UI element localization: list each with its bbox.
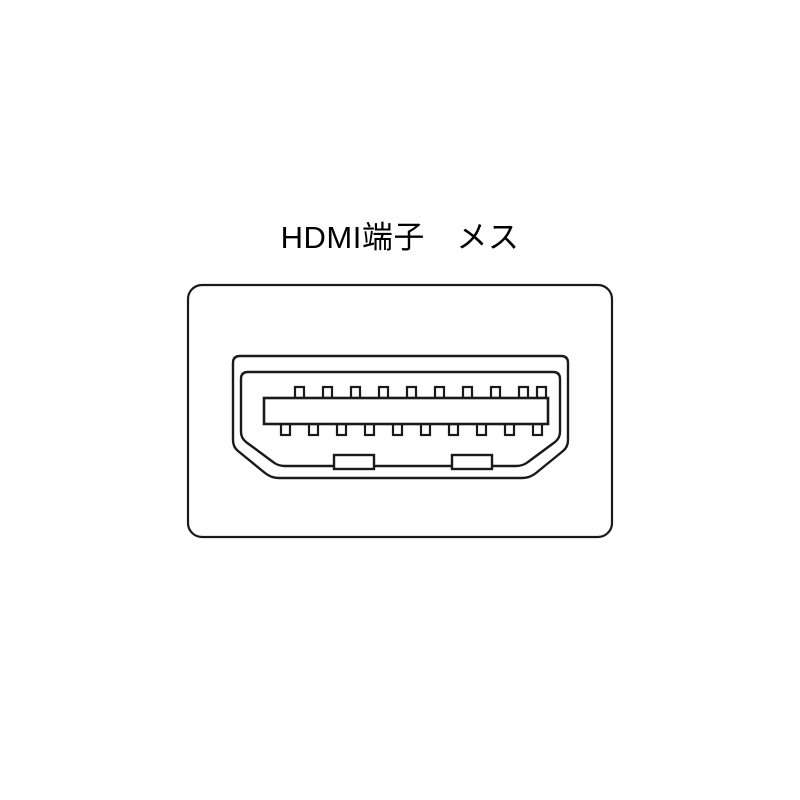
diagram-title: HDMI端子 メス [280, 220, 520, 255]
pin-contact [279, 422, 292, 437]
latch-tab-left [332, 453, 376, 471]
pin-contact [419, 422, 432, 437]
pin-contact [391, 422, 404, 437]
pin-contact [461, 385, 474, 400]
latch-tab-right [450, 453, 494, 471]
pin-contact [447, 422, 460, 437]
pin-contact [293, 385, 306, 400]
pin-contact [535, 385, 548, 400]
pin-contact [377, 385, 390, 400]
pin-contact [307, 422, 320, 437]
pin-contact [335, 422, 348, 437]
pin-contact [475, 422, 488, 437]
latch-tab-group [332, 453, 494, 471]
pin-contact [349, 385, 362, 400]
pin-contact [363, 422, 376, 437]
pin-contact [433, 385, 446, 400]
pin-contact [405, 385, 418, 400]
pin-contact [321, 385, 334, 400]
contact-bar [262, 396, 550, 426]
pin-contact [503, 422, 516, 437]
pin-contact [531, 422, 544, 437]
pin-contact [517, 385, 530, 400]
pin-contact [489, 385, 502, 400]
